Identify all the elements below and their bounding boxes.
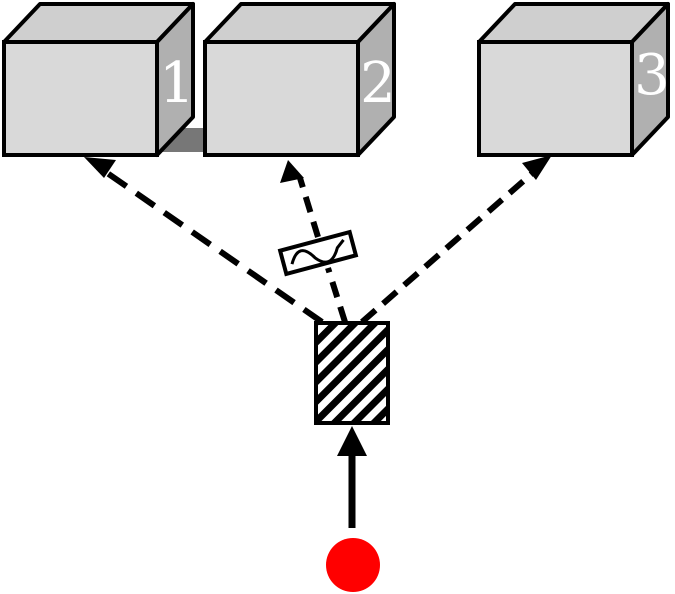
box-2-label: 2 [360, 51, 396, 116]
box-1-front [2, 40, 159, 157]
source-dot [326, 538, 380, 592]
arrowhead-box-3 [522, 155, 552, 180]
box-2: 2 [203, 2, 396, 157]
box-1-label: 1 [159, 51, 195, 116]
wave-modulator-body [277, 229, 359, 277]
box-2-front [203, 40, 360, 157]
box-3: 3 [477, 2, 670, 157]
sine-wave-icon [290, 239, 345, 265]
box-1: 1 [2, 2, 195, 157]
striped-splitter [314, 321, 390, 425]
dashed-arrow-to-box-3 [360, 167, 538, 325]
box-3-label: 3 [634, 43, 670, 108]
wave-modulator [277, 229, 359, 277]
dashed-arrow-to-box-1 [98, 165, 324, 325]
box-3-front [477, 40, 634, 157]
arrowhead-box-1 [84, 157, 116, 178]
dashed-arrow-to-box-2-lower [325, 267, 348, 323]
arrowhead-splitter [337, 426, 367, 456]
arrowhead-box-2 [280, 160, 304, 183]
dashed-arrow-to-box-2-upper [297, 177, 321, 238]
